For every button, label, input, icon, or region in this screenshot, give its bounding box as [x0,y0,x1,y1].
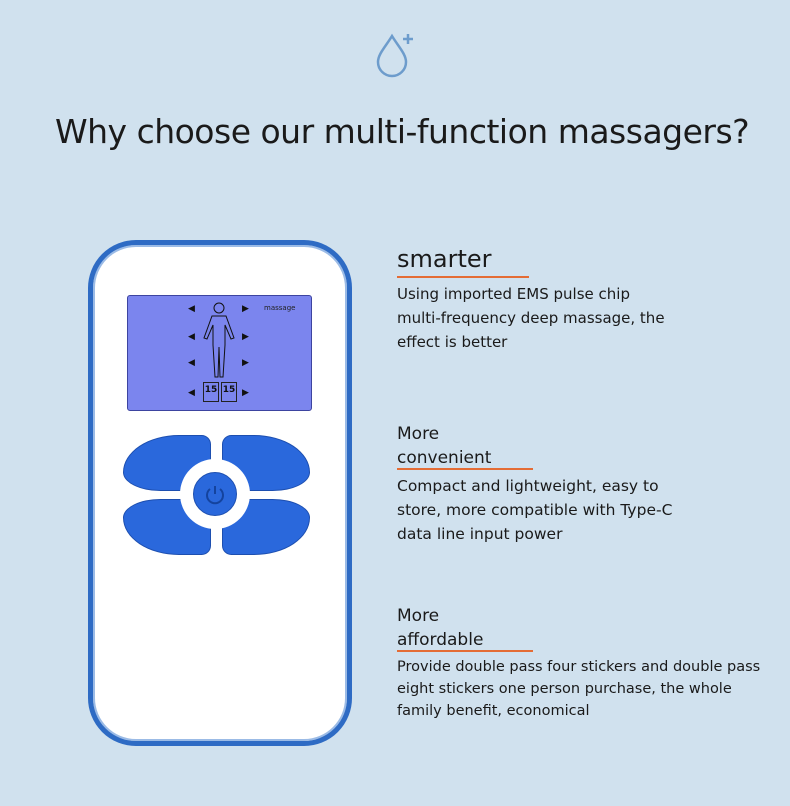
feature-text: Compact and lightweight, easy to [397,477,659,495]
lcd-value: 15 [203,382,219,402]
feature-text: store, more compatible with Type-C [397,501,673,519]
body-figure-icon [203,302,235,378]
feature-pre: More [397,424,440,444]
feature-heading: smarter [397,245,492,273]
feature-affordable: More affordable Provide double pass four… [397,604,760,722]
feature-smarter: smarter Using imported EMS pulse chip mu… [397,244,665,354]
lcd-mode-label: massage [264,304,296,312]
feature-text: Provide double pass four stickers and do… [397,659,761,675]
feature-pre: More [397,606,440,626]
feature-text: effect is better [397,333,508,351]
lcd-screen: ◀▶ ◀▶ ◀▶ ◀▶ massage 15 15 [127,295,312,411]
feature-text: family benefit, economical [397,703,590,719]
page-title: Why choose our multi-function massagers? [55,112,750,151]
feature-heading: convenient [397,448,492,468]
feature-text: data line input power [397,525,563,543]
feature-text: eight stickers one person purchase, the … [397,681,732,697]
feature-text: Using imported EMS pulse chip [397,285,630,303]
feature-convenient: More convenient Compact and lightweight,… [397,422,672,546]
power-icon [206,486,224,505]
lcd-value: 15 [221,382,237,402]
water-drop-plus-icon [376,33,413,78]
feature-text: multi-frequency deep massage, the [397,309,665,327]
power-button[interactable] [193,472,237,516]
feature-heading: affordable [397,630,484,650]
